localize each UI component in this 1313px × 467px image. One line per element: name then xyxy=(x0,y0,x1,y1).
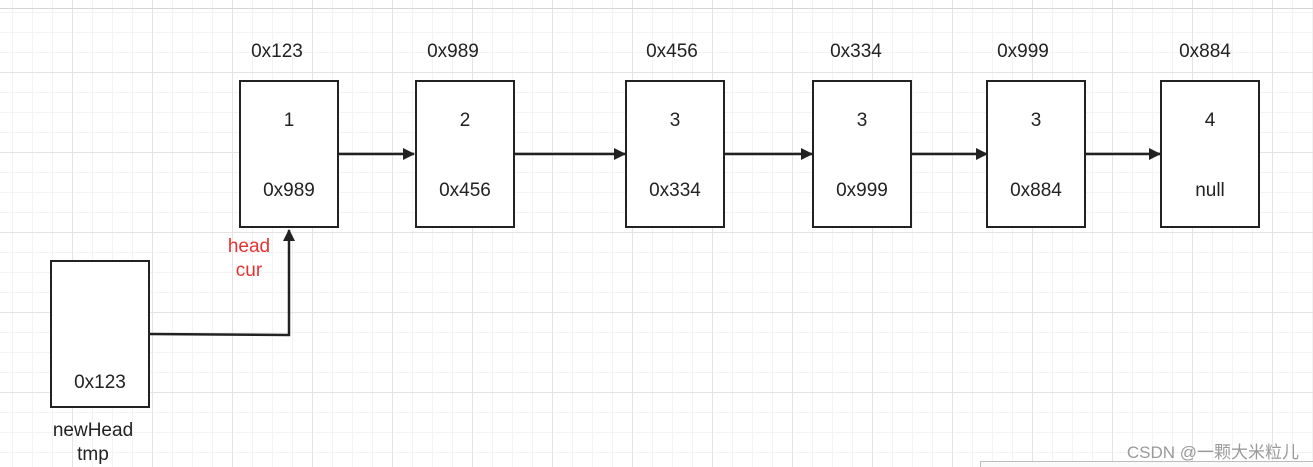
node-value: 3 xyxy=(856,110,868,131)
node-next-pointer: null xyxy=(1195,180,1225,201)
list-node-1: 1 0x989 xyxy=(239,80,339,228)
arrow-newhead-to-node1 xyxy=(148,229,295,337)
node-value: 2 xyxy=(459,110,471,131)
node-next-pointer: 0x334 xyxy=(649,180,701,201)
new-head-next-pointer: 0x123 xyxy=(74,372,126,393)
node-value: 1 xyxy=(283,110,295,131)
node-next-pointer: 0x999 xyxy=(836,180,888,201)
cur-pointer-label: cur xyxy=(235,260,263,281)
node2-address: 0x989 xyxy=(427,41,479,62)
tmp-label: tmp xyxy=(77,444,109,465)
list-node-5: 3 0x884 xyxy=(986,80,1086,228)
node5-address: 0x999 xyxy=(997,41,1049,62)
node-value: 3 xyxy=(1030,110,1042,131)
new-head-node: 0x123 xyxy=(50,260,150,408)
node-next-pointer: 0x884 xyxy=(1010,180,1062,201)
list-node-6: 4 null xyxy=(1160,80,1260,228)
watermark: CSDN @一颗大米粒儿 xyxy=(1126,443,1299,462)
list-node-3: 3 0x334 xyxy=(625,80,725,228)
new-head-label: newHead xyxy=(52,420,134,441)
node-next-pointer: 0x989 xyxy=(263,180,315,201)
node6-address: 0x884 xyxy=(1179,41,1231,62)
node1-address: 0x123 xyxy=(251,41,303,62)
node4-address: 0x334 xyxy=(830,41,882,62)
panel-corner xyxy=(980,461,1313,467)
list-node-2: 2 0x456 xyxy=(415,80,515,228)
head-pointer-label: head xyxy=(227,236,271,257)
top-divider xyxy=(0,8,1313,9)
node-value: 3 xyxy=(669,110,681,131)
node-next-pointer: 0x456 xyxy=(439,180,491,201)
node-value: 4 xyxy=(1204,110,1216,131)
node3-address: 0x456 xyxy=(646,41,698,62)
list-node-4: 3 0x999 xyxy=(812,80,912,228)
